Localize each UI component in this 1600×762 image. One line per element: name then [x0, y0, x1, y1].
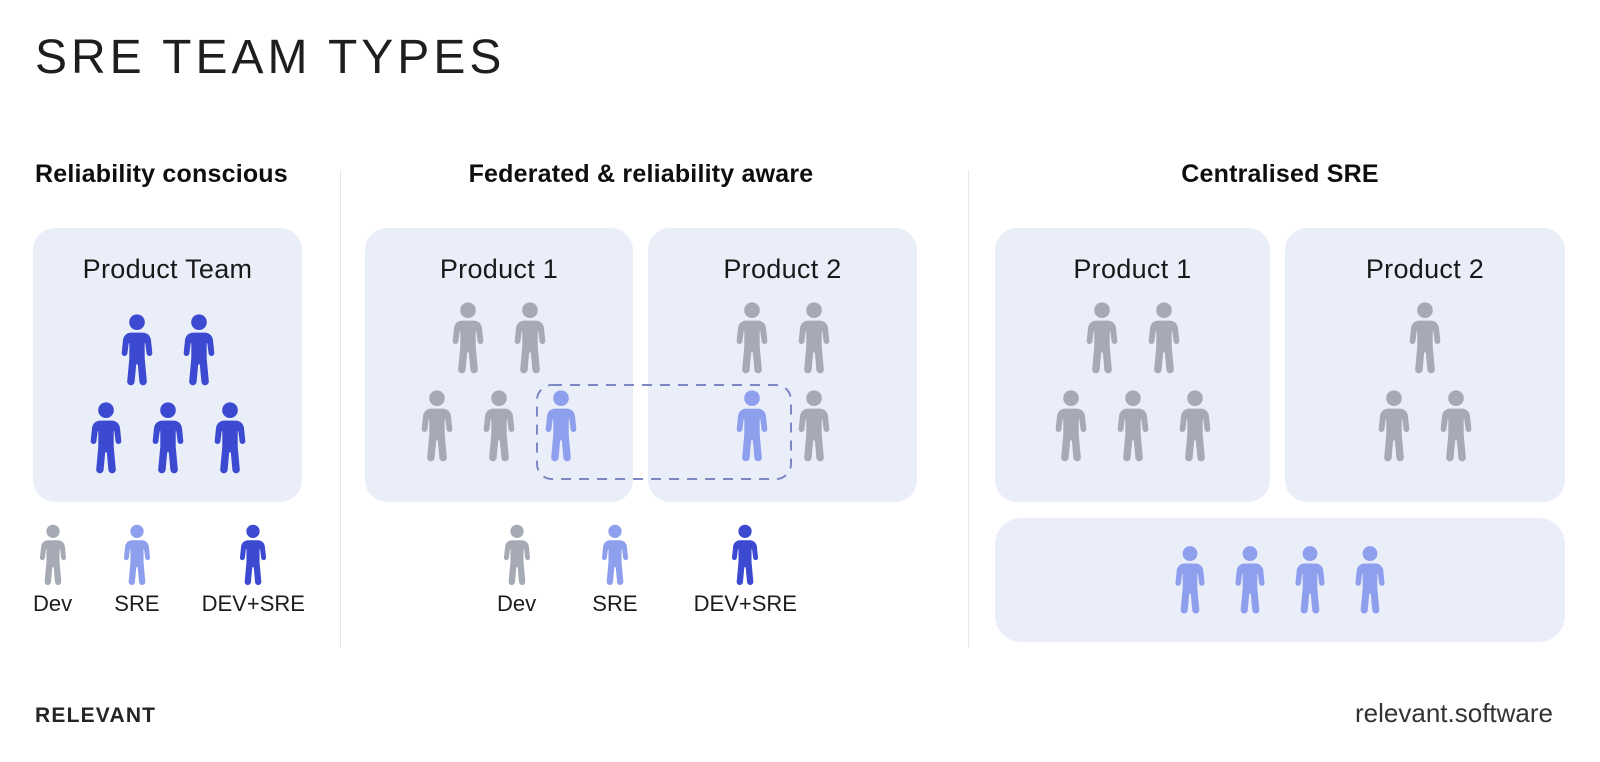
legend-item-dev: Dev: [497, 524, 536, 617]
people-row: [448, 302, 550, 374]
dev-person-icon: [39, 524, 66, 586]
shared-sre-group-outline: [536, 384, 792, 480]
card-title: Product 2: [723, 254, 842, 284]
legend-item-sre: SRE: [114, 524, 160, 617]
dev-person-icon: [1378, 390, 1410, 462]
dev-person-icon: [514, 302, 546, 374]
dev-person-icon: [1148, 302, 1179, 374]
legend-item-dev: Dev: [33, 524, 72, 617]
dev-person-icon: [1086, 302, 1117, 374]
product-team-card: Product Team: [33, 228, 302, 502]
dev-person-icon: [1117, 390, 1148, 462]
legend-person: [120, 524, 154, 586]
people-row: [732, 390, 834, 462]
dev-person-icon: [483, 390, 515, 462]
sre-person-icon: [1175, 546, 1205, 614]
people-group: [1285, 302, 1565, 462]
legend-federated: Dev SRE DEV+SRE: [497, 524, 797, 617]
people-group: [365, 302, 633, 462]
sre-person-icon: [601, 524, 628, 586]
legend-person: [500, 524, 534, 586]
legend-reliability-conscious: Dev SRE DEV+SRE: [33, 524, 305, 617]
dev-person-icon: [421, 390, 453, 462]
section-divider-1: [340, 170, 341, 648]
section-heading-centralised-sre: Centralised SRE: [1181, 160, 1379, 188]
legend-person: [36, 524, 70, 586]
dev-person-icon: [1055, 390, 1086, 462]
dev-person-icon: [798, 302, 829, 374]
card-title: Product 2: [1365, 254, 1485, 284]
federated-product-1-card: Product 1: [365, 228, 633, 502]
people-group: [995, 302, 1270, 462]
dev-sre-person-icon: [152, 402, 183, 474]
card-title: Product 1: [1073, 254, 1192, 284]
dev-person-icon: [503, 524, 530, 586]
federated-product-2-card: Product 2: [648, 228, 917, 502]
card-title: Product Team: [82, 254, 253, 284]
website-url: relevant.software: [1355, 698, 1553, 728]
legend-person: [728, 524, 762, 586]
relevant-logo: RELEVANT: [35, 704, 157, 727]
people-row: [417, 390, 581, 462]
sre-person-icon: [545, 390, 577, 462]
people-row: [1082, 302, 1184, 374]
sre-person-icon: [123, 524, 150, 586]
people-row: [86, 402, 250, 474]
dev-sre-person-icon: [90, 402, 121, 474]
people-group: [648, 302, 917, 462]
dev-person-icon: [798, 390, 829, 462]
people-row: [117, 314, 219, 386]
section-heading-federated: Federated & reliability aware: [468, 160, 814, 188]
dev-person-icon: [1409, 302, 1441, 374]
people-group: [995, 545, 1565, 615]
sre-person-icon: [736, 390, 767, 462]
dev-sre-person-icon: [121, 314, 152, 386]
people-row: [732, 302, 834, 374]
legend-item-dev-sre: DEV+SRE: [694, 524, 797, 617]
legend-label: Dev: [33, 591, 73, 616]
legend-person: [598, 524, 632, 586]
people-row: [1374, 390, 1476, 462]
legend-item-sre: SRE: [592, 524, 638, 617]
people-row: [1171, 545, 1389, 615]
legend-label: DEV+SRE: [693, 591, 797, 616]
people-group: [33, 314, 302, 474]
dev-sre-person-icon: [214, 402, 245, 474]
dev-person-icon: [1440, 390, 1472, 462]
centralised-product-2-card: Product 2: [1285, 228, 1565, 502]
dev-sre-person-icon: [183, 314, 214, 386]
page-title: SRE TEAM TYPES: [35, 31, 506, 84]
sre-person-icon: [1295, 546, 1325, 614]
dev-person-icon: [452, 302, 484, 374]
card-title: Product 1: [439, 254, 559, 284]
sre-person-icon: [1235, 546, 1265, 614]
dev-person-icon: [1179, 390, 1210, 462]
centralised-product-1-card: Product 1: [995, 228, 1270, 502]
people-row: [1051, 390, 1215, 462]
legend-label: SRE: [592, 591, 638, 616]
legend-person: [236, 524, 270, 586]
dev-sre-person-icon: [732, 524, 759, 586]
legend-item-dev-sre: DEV+SRE: [202, 524, 305, 617]
people-row: [1405, 302, 1445, 374]
central-sre-pool-card: [995, 518, 1565, 642]
dev-sre-person-icon: [240, 524, 267, 586]
dev-person-icon: [736, 302, 767, 374]
legend-label: SRE: [114, 591, 160, 616]
section-divider-2: [968, 170, 969, 648]
legend-label: Dev: [497, 591, 537, 616]
section-heading-reliability-conscious: Reliability conscious: [35, 160, 288, 188]
legend-label: DEV+SRE: [201, 591, 305, 616]
sre-person-icon: [1355, 546, 1385, 614]
